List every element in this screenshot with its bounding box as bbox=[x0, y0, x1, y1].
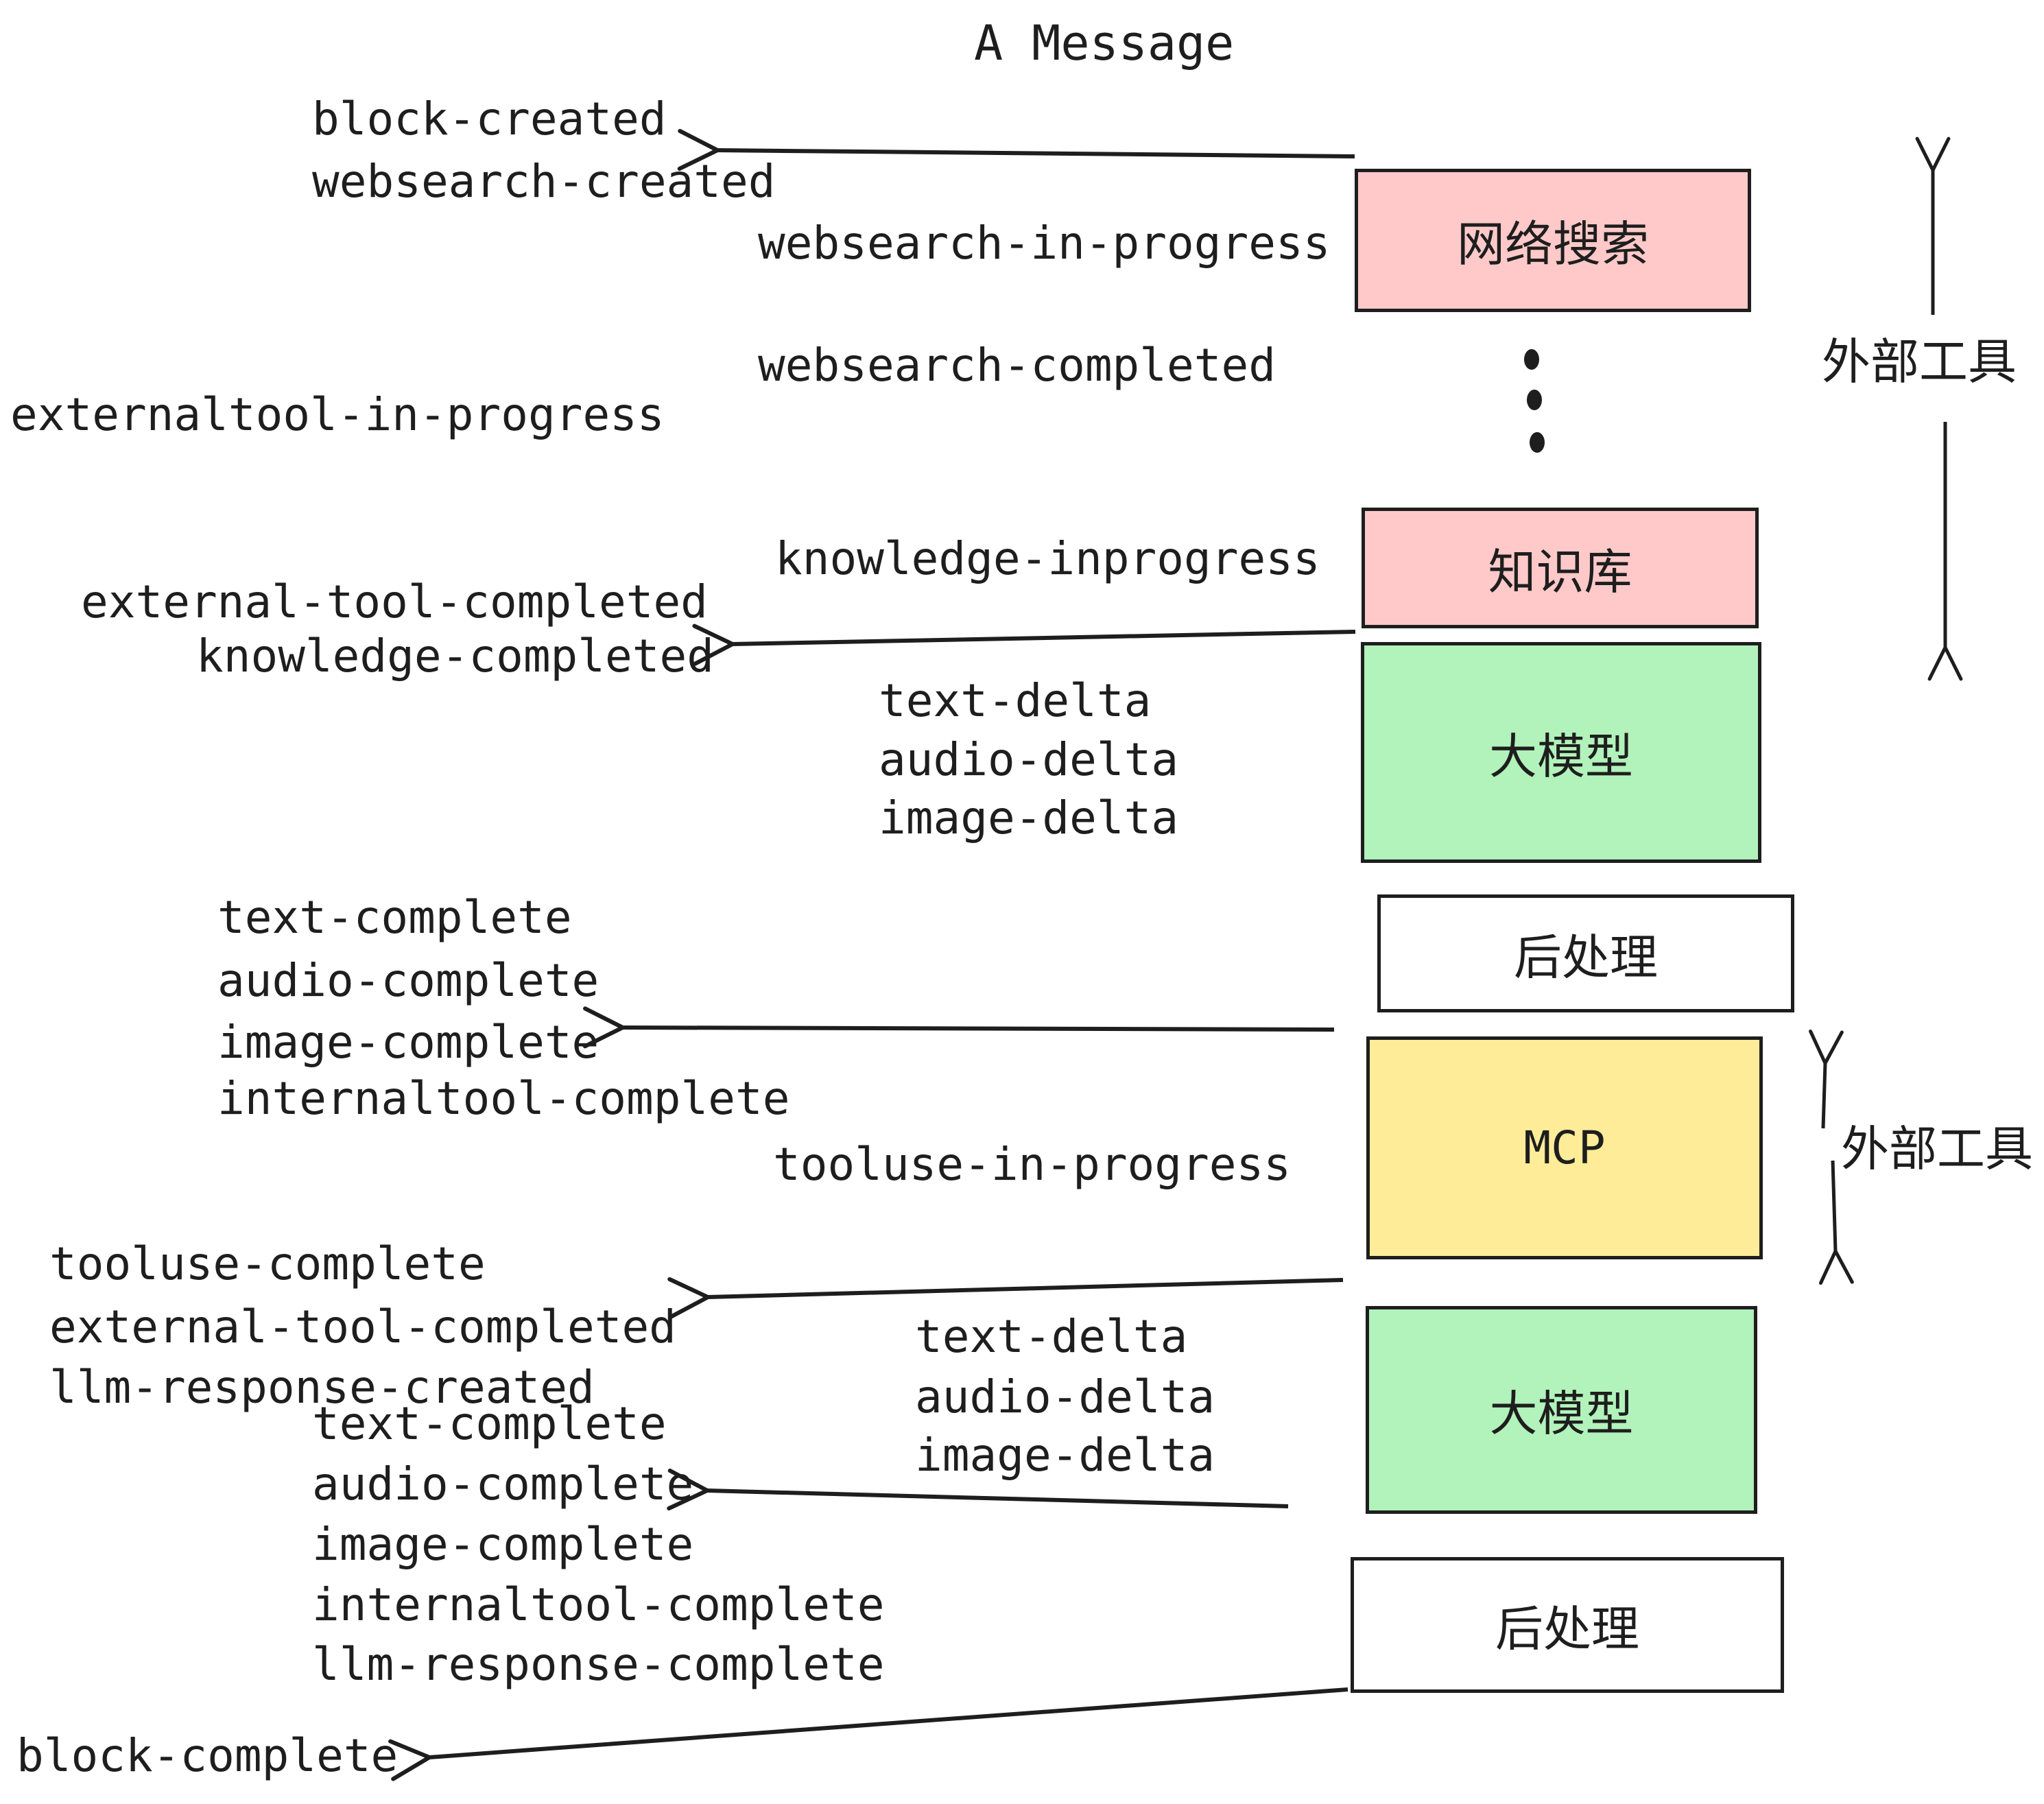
event-llm-response-created: llm-response-created bbox=[49, 1361, 595, 1414]
ellipsis-dot-icon bbox=[1530, 432, 1545, 453]
ellipsis-dot-icon bbox=[1524, 349, 1539, 370]
box-knowledge-label: 知识库 bbox=[1488, 543, 1632, 600]
event-block-created: block-created bbox=[312, 93, 667, 145]
event-websearch-completed: websearch-completed bbox=[758, 339, 1276, 392]
event-image-delta-1: image-delta bbox=[879, 792, 1179, 844]
box-postprocess-1: 后处理 bbox=[1377, 894, 1794, 1012]
box-postprocess-2-label: 后处理 bbox=[1495, 1600, 1639, 1657]
event-knowledge-inprogress: knowledge-inprogress bbox=[775, 532, 1320, 585]
event-block-complete: block-complete bbox=[16, 1729, 399, 1782]
arrow-knowledge-completed-icon bbox=[733, 632, 1356, 644]
arrow-websearch-created-icon bbox=[717, 150, 1355, 156]
event-text-complete-2: text-complete bbox=[312, 1397, 667, 1450]
ellipsis-dot-icon bbox=[1527, 390, 1542, 410]
event-websearch-created: websearch-created bbox=[312, 155, 776, 208]
arrow-external-tool-completed-icon bbox=[708, 1280, 1344, 1297]
box-knowledge: 知识库 bbox=[1362, 508, 1759, 628]
event-text-complete-1: text-complete bbox=[217, 891, 572, 944]
external-tools-mcp-arrow-up-icon bbox=[1823, 1063, 1825, 1129]
arrow-audio-complete-icon bbox=[707, 1491, 1289, 1506]
event-image-delta-2: image-delta bbox=[915, 1429, 1215, 1482]
box-mcp: MCP bbox=[1366, 1036, 1763, 1259]
event-internaltool-complete-2: internaltool-complete bbox=[312, 1578, 885, 1631]
event-websearch-in-progress: websearch-in-progress bbox=[758, 217, 1331, 270]
box-websearch: 网络搜索 bbox=[1355, 169, 1751, 312]
event-knowledge-completed: knowledge-completed bbox=[196, 630, 714, 683]
event-audio-complete-2: audio-complete bbox=[312, 1458, 694, 1510]
event-tooluse-in-progress: tooluse-in-progress bbox=[773, 1138, 1291, 1191]
box-mcp-label: MCP bbox=[1523, 1121, 1606, 1174]
event-audio-delta-1: audio-delta bbox=[879, 733, 1179, 786]
external-tools-top-label: 外部工具 bbox=[1822, 333, 2017, 390]
event-llm-response-complete: llm-response-complete bbox=[312, 1638, 885, 1691]
box-llm-1: 大模型 bbox=[1361, 642, 1761, 863]
event-text-delta-1: text-delta bbox=[879, 674, 1152, 727]
box-llm-1-label: 大模型 bbox=[1489, 728, 1633, 785]
arrow-block-complete-icon bbox=[429, 1687, 1348, 1757]
event-internaltool-complete-1: internaltool-complete bbox=[217, 1072, 790, 1125]
box-postprocess-1-label: 后处理 bbox=[1514, 929, 1658, 986]
event-image-complete-2: image-complete bbox=[312, 1518, 694, 1571]
arrow-image-complete-icon bbox=[623, 1028, 1335, 1030]
box-llm-2: 大模型 bbox=[1366, 1306, 1757, 1514]
box-postprocess-2: 后处理 bbox=[1351, 1557, 1784, 1693]
event-externaltool-in-progress: externaltool-in-progress bbox=[10, 388, 665, 441]
event-external-tool-completed-1: external-tool-completed bbox=[81, 575, 708, 628]
event-external-tool-completed-2: external-tool-completed bbox=[49, 1301, 676, 1353]
event-audio-complete-1: audio-complete bbox=[217, 954, 599, 1007]
box-llm-2-label: 大模型 bbox=[1489, 1386, 1634, 1442]
external-tools-mcp-arrow-down-icon bbox=[1833, 1160, 1835, 1251]
external-tools-mcp-label: 外部工具 bbox=[1841, 1121, 2033, 1177]
event-text-delta-2: text-delta bbox=[915, 1310, 1188, 1363]
page-title: A Message bbox=[974, 15, 1235, 71]
event-audio-delta-2: audio-delta bbox=[915, 1370, 1215, 1423]
event-image-complete-1: image-complete bbox=[217, 1016, 599, 1069]
box-websearch-label: 网络搜索 bbox=[1457, 216, 1649, 272]
event-tooluse-complete: tooluse-complete bbox=[49, 1237, 486, 1290]
